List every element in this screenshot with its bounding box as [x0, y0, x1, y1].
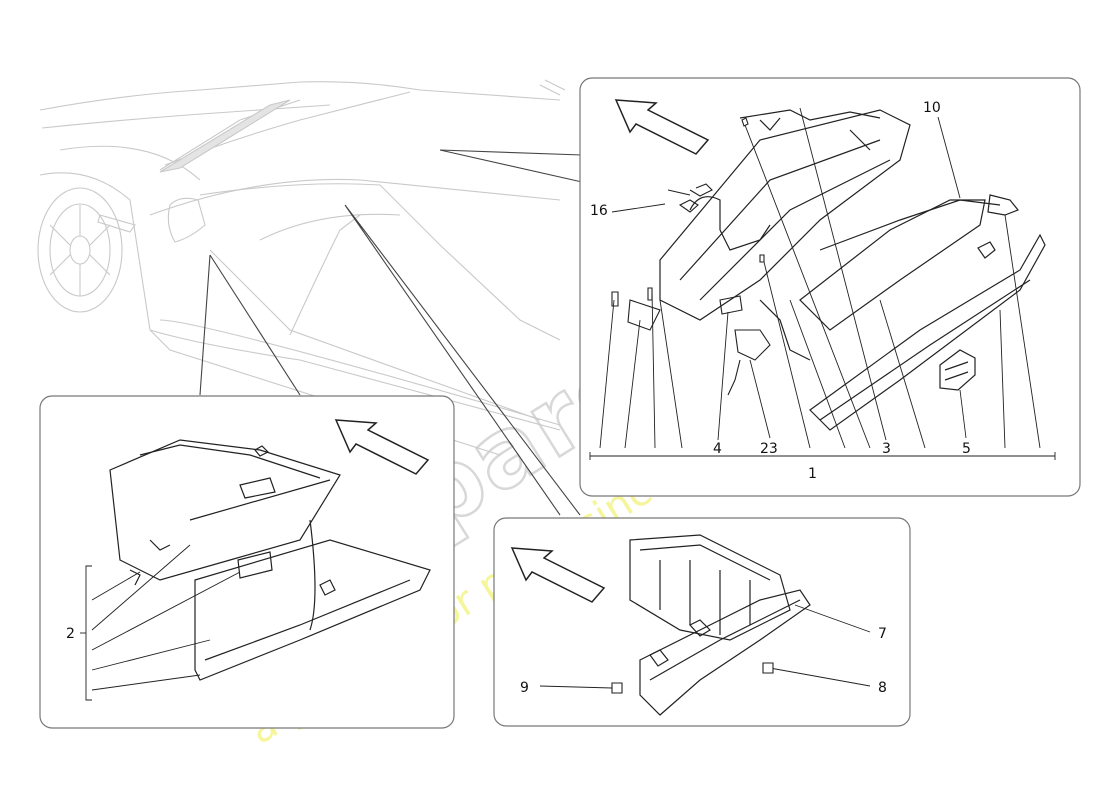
direction-arrow-icon: [510, 547, 606, 603]
detail-panel-bottom-center: 7 8 9: [493, 517, 911, 727]
callout-leaders-bottom-center: [539, 604, 871, 689]
direction-arrow-icon: [334, 419, 430, 475]
callout-23: 23: [760, 441, 778, 457]
small-parts-illustration: [611, 117, 771, 396]
callout-7: 7: [878, 626, 887, 642]
direction-arrow-icon: [614, 99, 710, 155]
callout-10: 10: [923, 100, 941, 116]
callout-4: 4: [713, 441, 722, 457]
callout-8: 8: [878, 680, 887, 696]
screw-icon: [762, 662, 774, 674]
callout-2: 2: [66, 626, 75, 642]
callout-5: 5: [962, 441, 971, 457]
screw-illustrations: [611, 662, 774, 694]
callout-3: 3: [882, 441, 891, 457]
car-outline: [37, 79, 566, 456]
glovebox-assembly-illustration: [109, 439, 431, 681]
detail-panel-bottom-left: 2: [39, 395, 455, 729]
screw-icon: [611, 682, 623, 694]
callout-16: 16: [590, 203, 608, 219]
callout-1: 1: [808, 466, 817, 482]
callout-leaders-bottom-left: [80, 544, 241, 701]
glovebox-bin-illustration: [629, 534, 811, 716]
panel-leaders: [199, 149, 583, 516]
callout-9: 9: [520, 680, 529, 696]
detail-panel-top-right: 16 10 4 23 3 5 1: [579, 77, 1081, 497]
callout-leaders-top-right: [589, 107, 1056, 460]
glovebox-frame-illustration: [799, 194, 1046, 431]
